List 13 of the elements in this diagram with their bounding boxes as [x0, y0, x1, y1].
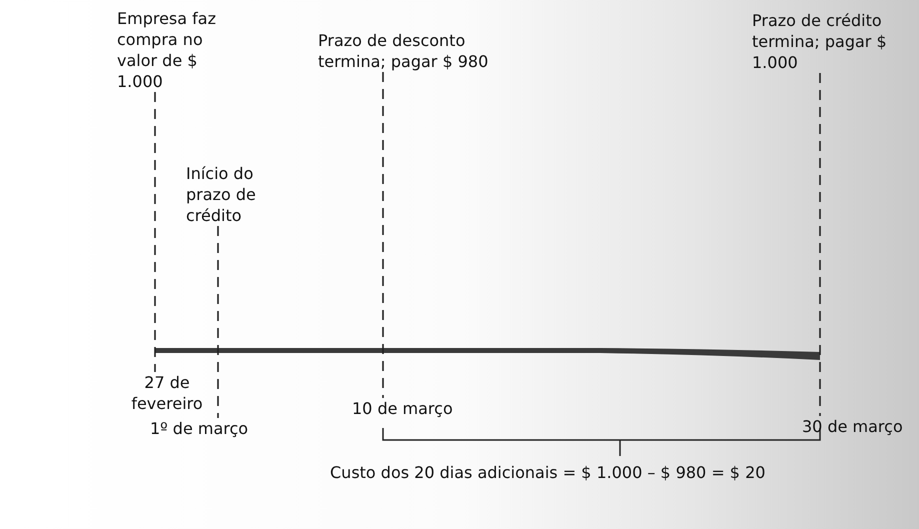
event-label: Empresa faz compra no valor de $ 1.000 — [117, 8, 237, 92]
leader-line — [154, 92, 156, 372]
cost-note: Custo dos 20 dias adicionais = $ 1.000 – $ 980 = $ 20 — [330, 462, 766, 483]
date-label: 27 de fevereiro — [117, 372, 217, 414]
date-label: 10 de março — [352, 398, 453, 419]
date-label: 1º de março — [150, 418, 248, 439]
event-label: Prazo de crédito termina; pagar $ 1.000 — [752, 10, 902, 73]
leader-line — [217, 226, 219, 418]
leader-line — [382, 72, 384, 398]
leader-line — [819, 73, 821, 416]
event-label: Início do prazo de crédito — [186, 163, 276, 226]
event-label: Prazo de desconto termina; pagar $ 980 — [318, 30, 518, 72]
date-label: 30 de março — [802, 416, 903, 437]
